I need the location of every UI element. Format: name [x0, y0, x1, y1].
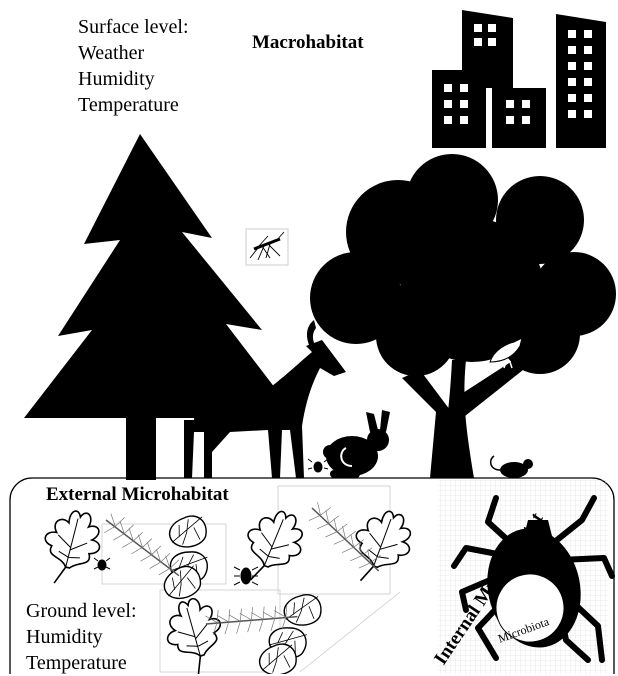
rabbit-icon [323, 410, 390, 478]
oak-tree-icon [310, 154, 616, 478]
ground-level-temperature: Temperature [26, 650, 137, 676]
ground-level-humidity: Humidity [26, 624, 137, 650]
buildings-icon [432, 10, 606, 148]
small-tick-icon [308, 459, 328, 472]
surface-level-list: Surface level: Weather Humidity Temperat… [78, 14, 189, 118]
mosquito-icon [246, 229, 288, 265]
external-microhabitat-title: External Microhabitat [46, 484, 229, 506]
surface-level-humidity: Humidity [78, 66, 189, 92]
macrohabitat-title: Macrohabitat [252, 32, 364, 54]
ground-level-heading: Ground level: [26, 598, 137, 624]
mouse-icon [491, 456, 533, 478]
surface-level-weather: Weather [78, 40, 189, 66]
ground-level-list: Ground level: Humidity Temperature [26, 598, 137, 676]
surface-level-heading: Surface level: [78, 14, 189, 40]
surface-level-temperature: Temperature [78, 92, 189, 118]
